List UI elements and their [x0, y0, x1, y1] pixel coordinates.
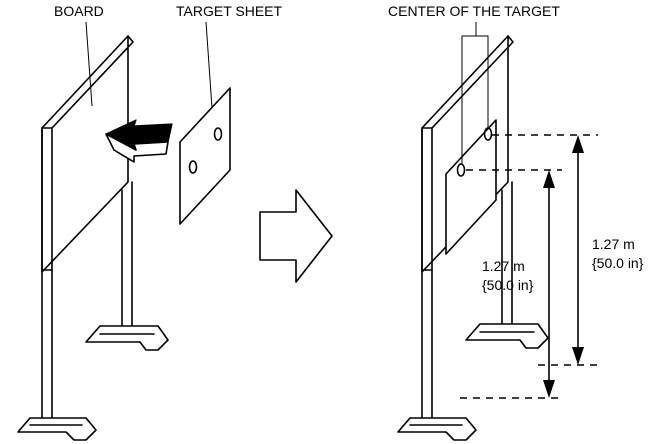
left-board-panel — [41, 35, 129, 273]
left-front-foot — [17, 417, 97, 441]
left-board-edge — [41, 35, 134, 129]
outer-dimension-imperial: {50.0 in} — [592, 255, 644, 271]
left-rear-foot — [85, 325, 169, 351]
right-front-post — [421, 127, 433, 421]
center-of-target-label: CENTER OF THE TARGET — [388, 3, 560, 19]
inner-dimension-metric: 1.27 m — [482, 258, 525, 274]
board-label: BOARD — [54, 3, 104, 19]
target-sheet-icon — [179, 87, 231, 225]
target-sheet-mark-lower — [188, 160, 198, 174]
right-rear-post — [501, 181, 513, 327]
right-front-foot — [397, 417, 477, 441]
target-sheet-leader-line — [205, 21, 213, 109]
outer-dimension-metric: 1.27 m — [592, 236, 635, 252]
insert-arrow-icon — [105, 119, 173, 163]
dimension-arrow-outer — [572, 135, 584, 365]
board-leader-line — [85, 21, 93, 107]
left-stand-board — [17, 35, 169, 441]
attached-target-sheet — [445, 119, 497, 255]
dimension-arrow-inner — [543, 170, 555, 398]
center-leader-upper — [476, 35, 489, 128]
left-front-post — [41, 127, 53, 421]
right-stand-board — [397, 35, 549, 441]
left-rear-post — [121, 181, 133, 329]
target-sheet-mark-upper — [213, 127, 223, 141]
right-rear-foot — [465, 323, 549, 349]
target-sheet-label: TARGET SHEET — [176, 3, 283, 19]
right-board-edge — [421, 35, 514, 129]
insert-arrow-side — [105, 133, 169, 163]
target-sheet-panel — [179, 87, 231, 225]
attached-target-panel — [445, 119, 497, 255]
inner-dimension-imperial: {50.0 in} — [482, 277, 534, 293]
target-mark-icon — [456, 163, 466, 177]
next-step-arrow-icon — [259, 189, 333, 283]
center-leader-lower — [461, 22, 477, 164]
